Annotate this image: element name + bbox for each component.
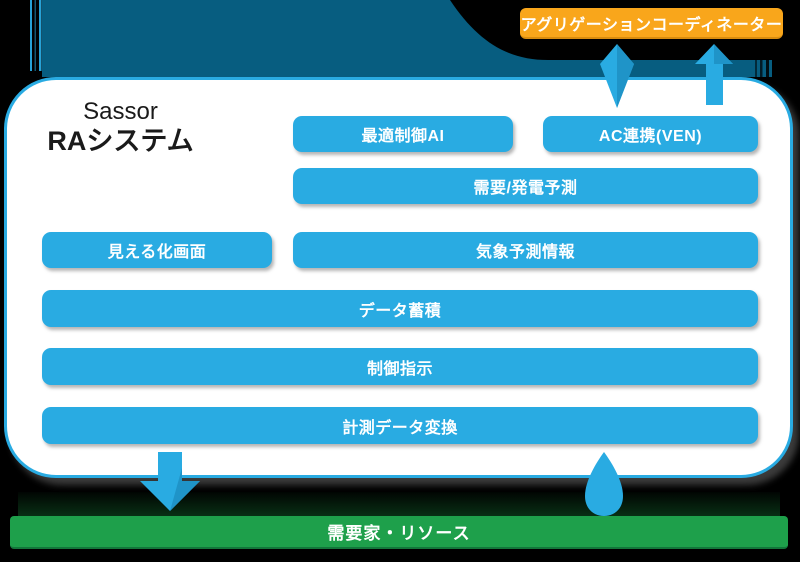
module-visualization-screen: 見える化画面	[42, 232, 272, 268]
brand-name: Sassor	[83, 98, 158, 125]
demand-resources-bar: 需要家・リソース	[10, 516, 788, 549]
system-name: RAシステム	[47, 125, 194, 156]
backdrop-fade-stripe	[766, 60, 769, 77]
system-title: Sassor RAシステム	[38, 98, 203, 156]
module-measurement-data-conversion: 計測データ変換	[42, 407, 758, 444]
backdrop-edge-stripe	[39, 0, 42, 71]
backdrop-fade-stripe	[760, 60, 763, 77]
backdrop-edge-stripe	[30, 0, 32, 71]
aggregation-coordinator-box: アグリゲーションコーディネーター	[520, 8, 783, 39]
teal-backdrop-shape	[42, 0, 772, 77]
module-weather-forecast-info: 気象予測情報	[293, 232, 758, 268]
module-data-accumulation: データ蓄積	[42, 290, 758, 327]
resources-shadow-band	[18, 492, 780, 517]
module-optimal-control-ai: 最適制御AI	[293, 116, 513, 152]
module-ac-link-ven: AC連携(VEN)	[543, 116, 758, 152]
module-control-instruction: 制御指示	[42, 348, 758, 385]
backdrop-fade-stripe	[755, 60, 757, 77]
module-demand-generation-forecast: 需要/発電予測	[293, 168, 758, 204]
backdrop-edge-stripe	[34, 0, 36, 71]
